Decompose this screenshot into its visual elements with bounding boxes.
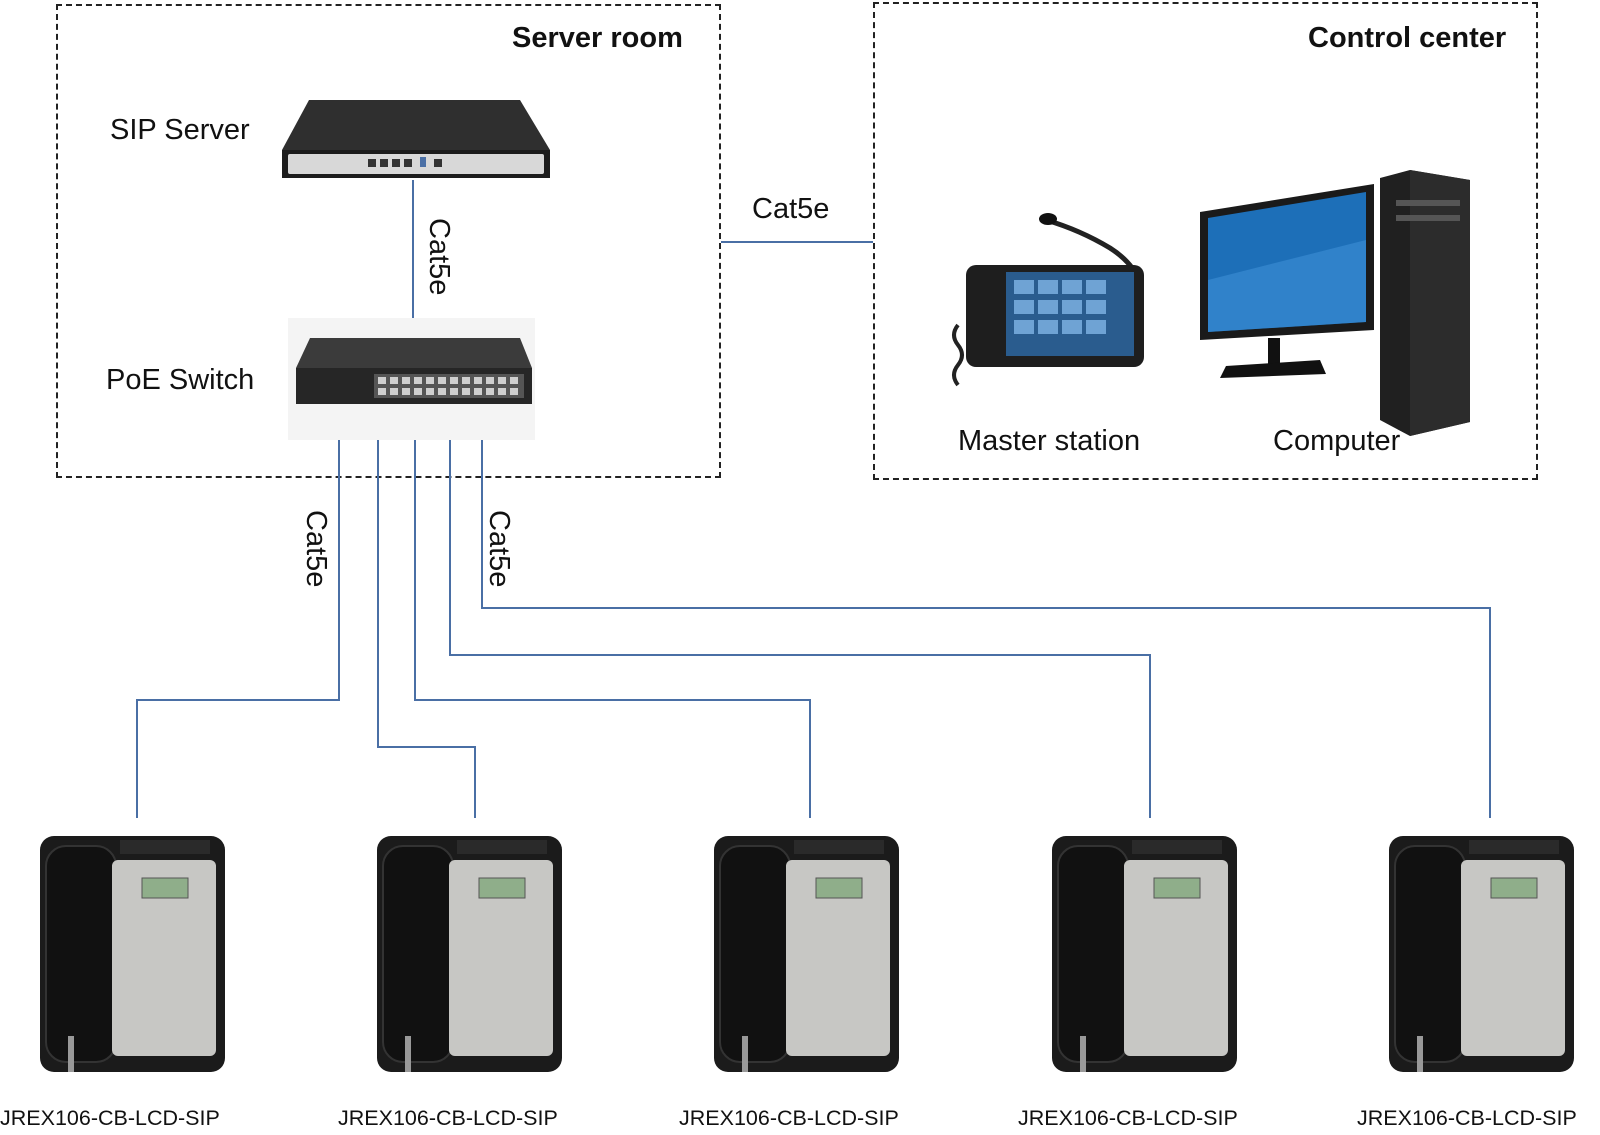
link-phone-5 <box>481 422 1491 818</box>
phone-label: JREX106-CB-LCD-SIP <box>338 1106 558 1130</box>
link-phone-1 <box>136 422 340 818</box>
master-station-label: Master station <box>958 425 1141 457</box>
server-room-title: Server room <box>512 22 683 54</box>
computer-label: Computer <box>1273 425 1401 457</box>
phone-label: JREX106-CB-LCD-SIP <box>1357 1106 1577 1130</box>
control-center-title: Control center <box>1308 22 1507 54</box>
sip-server-label: SIP Server <box>110 114 250 146</box>
phone-label: JREX106-CB-LCD-SIP <box>1018 1106 1238 1130</box>
poe-switch-label: PoE Switch <box>106 364 255 396</box>
phone-label: JREX106-CB-LCD-SIP <box>679 1106 899 1130</box>
link-phone-2 <box>377 422 476 818</box>
link-phone-3 <box>414 422 811 818</box>
cable-label-server-room-control: Cat5e <box>752 193 830 225</box>
server-room-zone <box>56 4 721 478</box>
link-phone-4 <box>449 422 1151 818</box>
phone-label: JREX106-CB-LCD-SIP <box>0 1106 220 1130</box>
control-center-zone <box>873 2 1538 480</box>
